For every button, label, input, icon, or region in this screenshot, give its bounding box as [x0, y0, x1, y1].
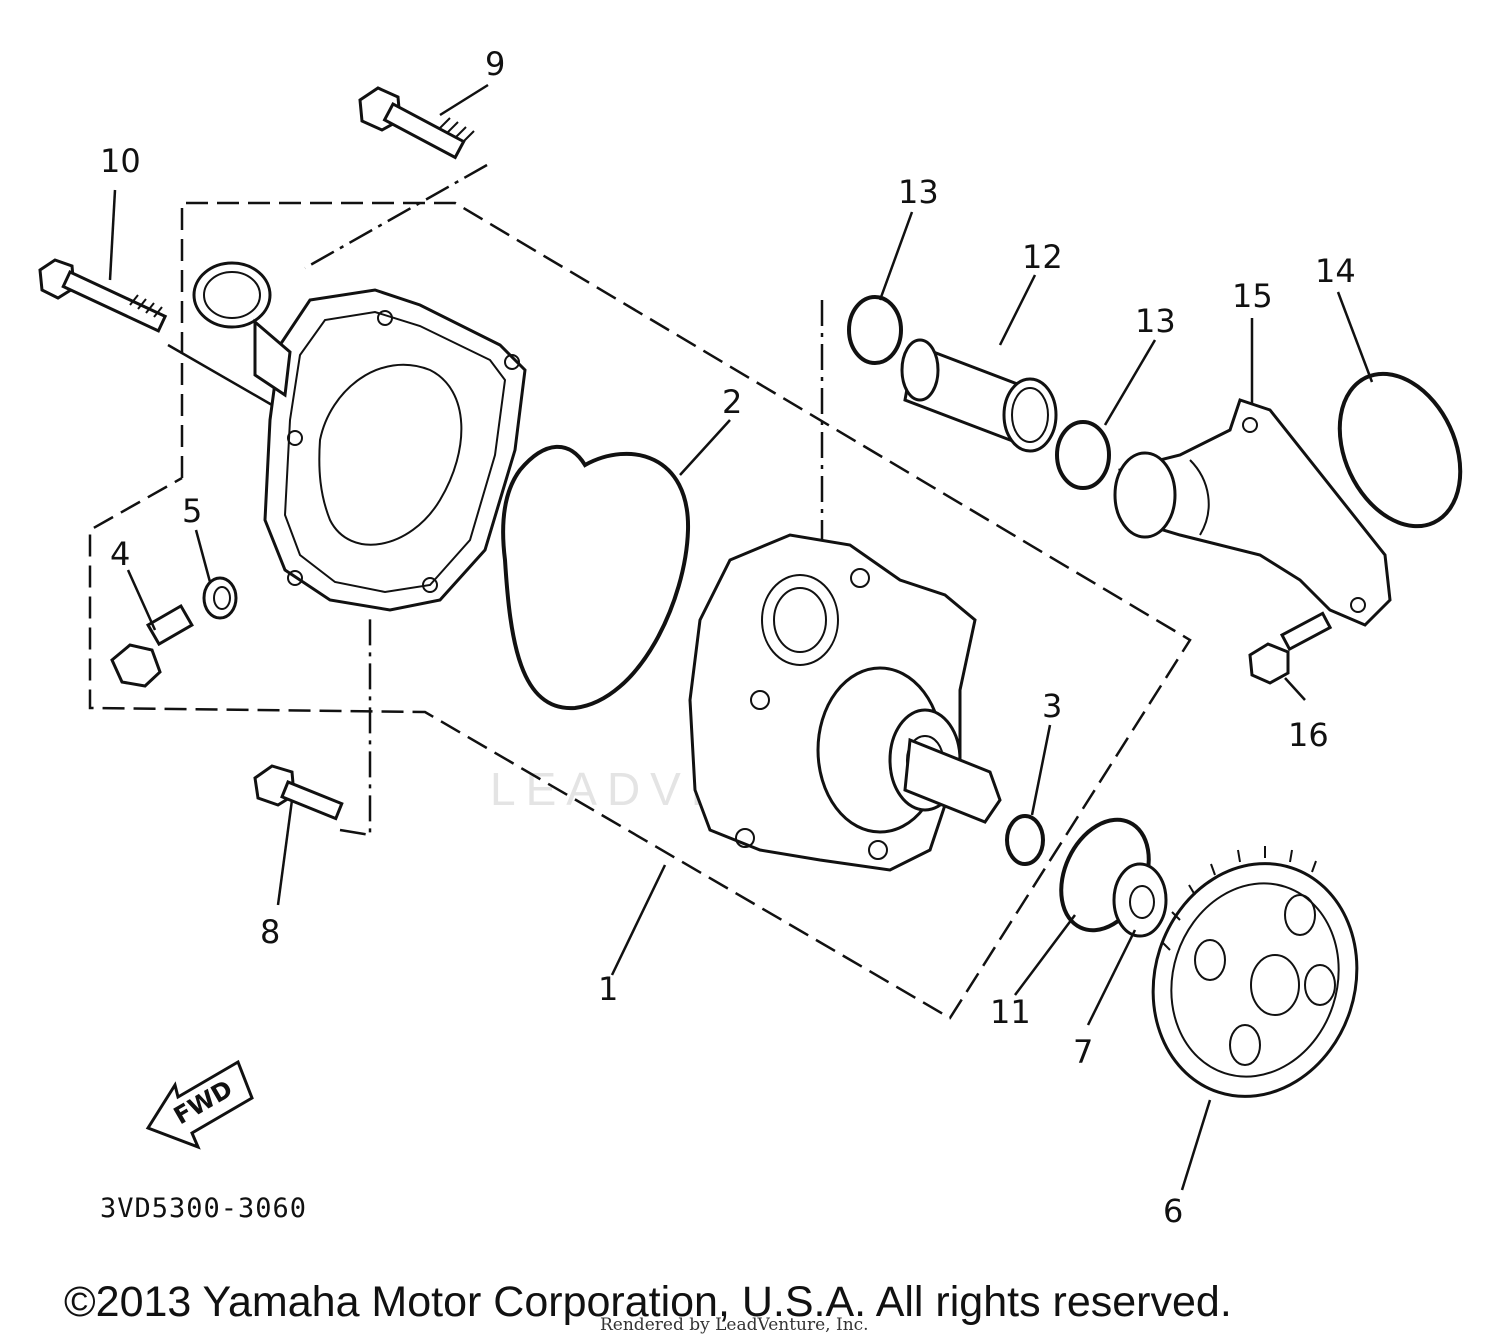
callout-4: 4 [110, 535, 130, 573]
bolt-8-alignment-line [339, 615, 372, 837]
callout-13-lower: 13 [1135, 302, 1176, 340]
callout-2: 2 [722, 383, 742, 421]
diagram-code: 3VD5300-3060 [100, 1193, 307, 1224]
o-ring-13-upper [847, 295, 903, 365]
bolt-8 [253, 764, 344, 821]
callout-12: 12 [1022, 238, 1063, 276]
water-pump-cover [192, 261, 527, 612]
rendered-by-credit: Rendered by LeadVenture, Inc. [600, 1315, 869, 1335]
callout-1: 1 [598, 970, 618, 1008]
callout-6: 6 [1163, 1192, 1183, 1230]
drain-bolt-4 [110, 603, 194, 688]
callout-16: 16 [1288, 716, 1329, 754]
outlet-pipe-15 [1113, 398, 1392, 627]
fwd-arrow-icon [145, 1059, 254, 1150]
circlip-3 [1005, 814, 1045, 866]
forward-direction-arrow: FWD [145, 1059, 254, 1150]
callout-14: 14 [1315, 252, 1356, 290]
callout-labels: 9 10 13 12 13 15 14 2 5 4 3 16 8 1 11 7 … [100, 45, 1356, 1230]
o-ring-13-lower [1055, 420, 1111, 490]
washer-5 [202, 576, 238, 620]
bolt-16 [1248, 611, 1333, 685]
callout-10: 10 [100, 142, 141, 180]
bolt-10-leader [167, 343, 273, 407]
bolt-10 [38, 258, 168, 333]
callout-9: 9 [485, 45, 505, 83]
callout-5: 5 [182, 492, 202, 530]
copyright-notice: ©2013 Yamaha Motor Corporation, U.S.A. A… [64, 1278, 1232, 1326]
leader-lines [108, 83, 1374, 1191]
callout-11: 11 [990, 993, 1031, 1031]
pump-body-1 [688, 533, 1002, 872]
o-ring-14 [1337, 371, 1463, 529]
callout-15: 15 [1232, 277, 1273, 315]
bolt-9-alignment-line [304, 163, 488, 270]
callout-7: 7 [1073, 1033, 1093, 1071]
callout-8: 8 [260, 913, 280, 951]
bolt-9 [358, 86, 475, 160]
pipe-12 [900, 338, 1058, 453]
washer-7 [1112, 862, 1168, 938]
cover-assembly-boundary [88, 201, 1192, 1020]
impeller-gear-6 [1151, 846, 1359, 1098]
gasket-2 [501, 444, 691, 711]
callout-13-upper: 13 [898, 173, 939, 211]
callout-3: 3 [1042, 687, 1062, 725]
